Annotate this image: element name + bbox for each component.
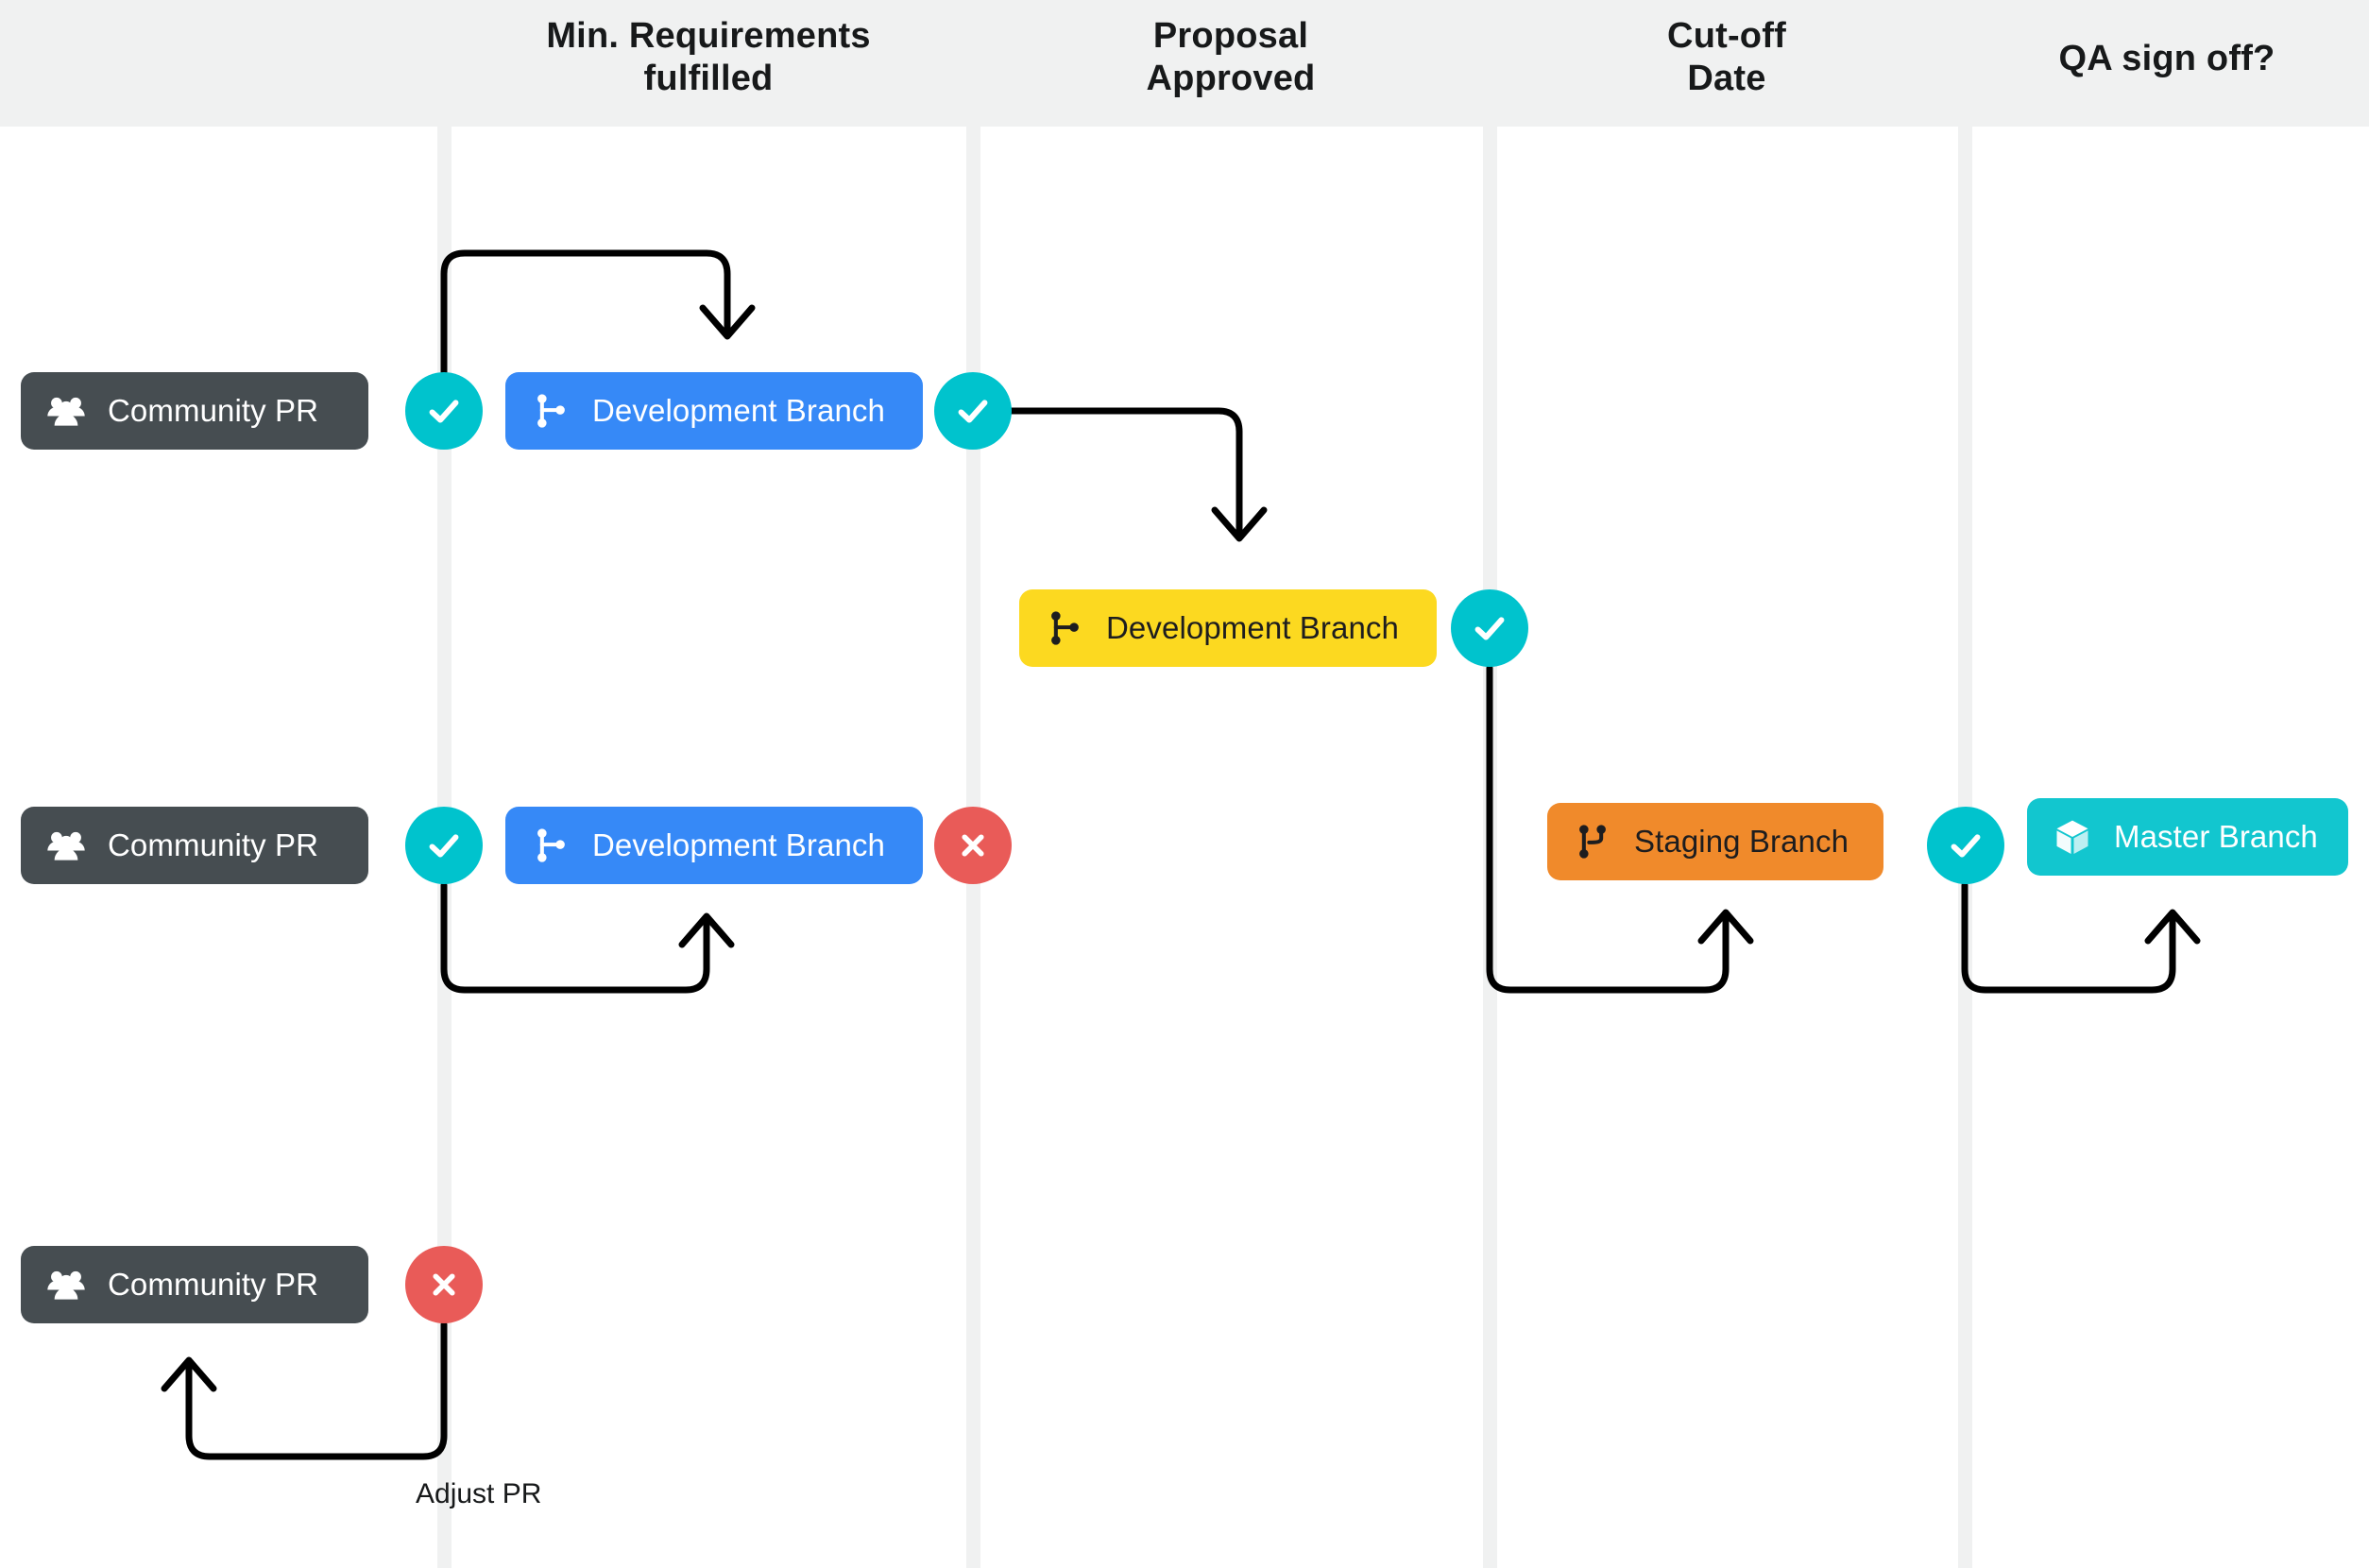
node-label: Community PR xyxy=(108,827,319,862)
gate-qa-sign-off-pass[interactable] xyxy=(1927,807,2004,884)
node-label: Development Branch xyxy=(592,393,885,428)
gate-proposal-approved-pass-1[interactable] xyxy=(934,372,1012,450)
connector-minreq2-to-dev2 xyxy=(440,881,710,994)
column-header-min-requirements: Min. Requirements fulfilled xyxy=(546,16,871,98)
arrowhead-into-staging xyxy=(1697,909,1754,945)
arrowhead-into-devprop xyxy=(1211,506,1268,542)
column-header-qa-sign-off: QA sign off? xyxy=(2058,39,2275,78)
arrowhead-into-pr3 xyxy=(161,1356,217,1392)
connector-minreq1-to-dev1 xyxy=(440,249,731,376)
node-label: Community PR xyxy=(108,393,319,428)
package-box-icon xyxy=(2052,816,2093,858)
node-label: Community PR xyxy=(108,1267,319,1302)
check-icon xyxy=(1474,617,1505,640)
people-group-icon xyxy=(45,1264,87,1305)
arrowhead-into-dev2 xyxy=(678,912,735,948)
node-master-branch[interactable]: Master Branch xyxy=(2027,798,2348,876)
node-label: Development Branch xyxy=(1106,610,1399,645)
gate-proposal-approved-fail[interactable] xyxy=(934,807,1012,884)
connector-fail3-to-adjust-pr xyxy=(185,1321,448,1460)
node-development-branch-proposal[interactable]: Development Branch xyxy=(1019,589,1437,667)
arrowhead-into-master xyxy=(2144,909,2201,945)
git-branch-icon xyxy=(530,390,571,432)
lane-divider-3 xyxy=(1483,127,1497,1568)
connector-qa-to-master xyxy=(1961,881,2176,994)
check-icon xyxy=(429,834,459,858)
git-branch-icon xyxy=(1044,607,1085,649)
check-icon xyxy=(1951,834,1981,858)
column-header-band xyxy=(0,0,2369,127)
cross-icon xyxy=(962,834,984,857)
check-icon xyxy=(958,400,988,423)
node-label: Master Branch xyxy=(2114,819,2318,854)
node-community-pr-2[interactable]: Community PR xyxy=(21,807,368,884)
gate-cut-off-date-pass[interactable] xyxy=(1451,589,1528,667)
git-merge-icon xyxy=(1572,821,1613,862)
node-community-pr-3[interactable]: Community PR xyxy=(21,1246,368,1323)
node-staging-branch[interactable]: Staging Branch xyxy=(1547,803,1883,880)
node-label: Staging Branch xyxy=(1634,824,1849,859)
gate-min-requirements-pass-1[interactable] xyxy=(405,372,483,450)
arrowhead-into-dev1 xyxy=(699,304,756,340)
node-community-pr-1[interactable]: Community PR xyxy=(21,372,368,450)
git-branch-icon xyxy=(530,825,571,866)
gate-min-requirements-fail[interactable] xyxy=(405,1246,483,1323)
people-group-icon xyxy=(45,825,87,866)
node-development-branch-1[interactable]: Development Branch xyxy=(505,372,923,450)
column-header-proposal-approved: Proposal Approved xyxy=(1146,16,1316,98)
check-icon xyxy=(429,400,459,423)
gate-min-requirements-pass-2[interactable] xyxy=(405,807,483,884)
cross-icon xyxy=(433,1273,455,1296)
node-label: Development Branch xyxy=(592,827,885,862)
column-header-cut-off-date: Cut-off Date xyxy=(1667,16,1786,98)
node-development-branch-2[interactable]: Development Branch xyxy=(505,807,923,884)
adjust-pr-label: Adjust PR xyxy=(416,1478,542,1509)
connector-proposal1-to-devprop xyxy=(969,407,1243,538)
people-group-icon xyxy=(45,390,87,432)
